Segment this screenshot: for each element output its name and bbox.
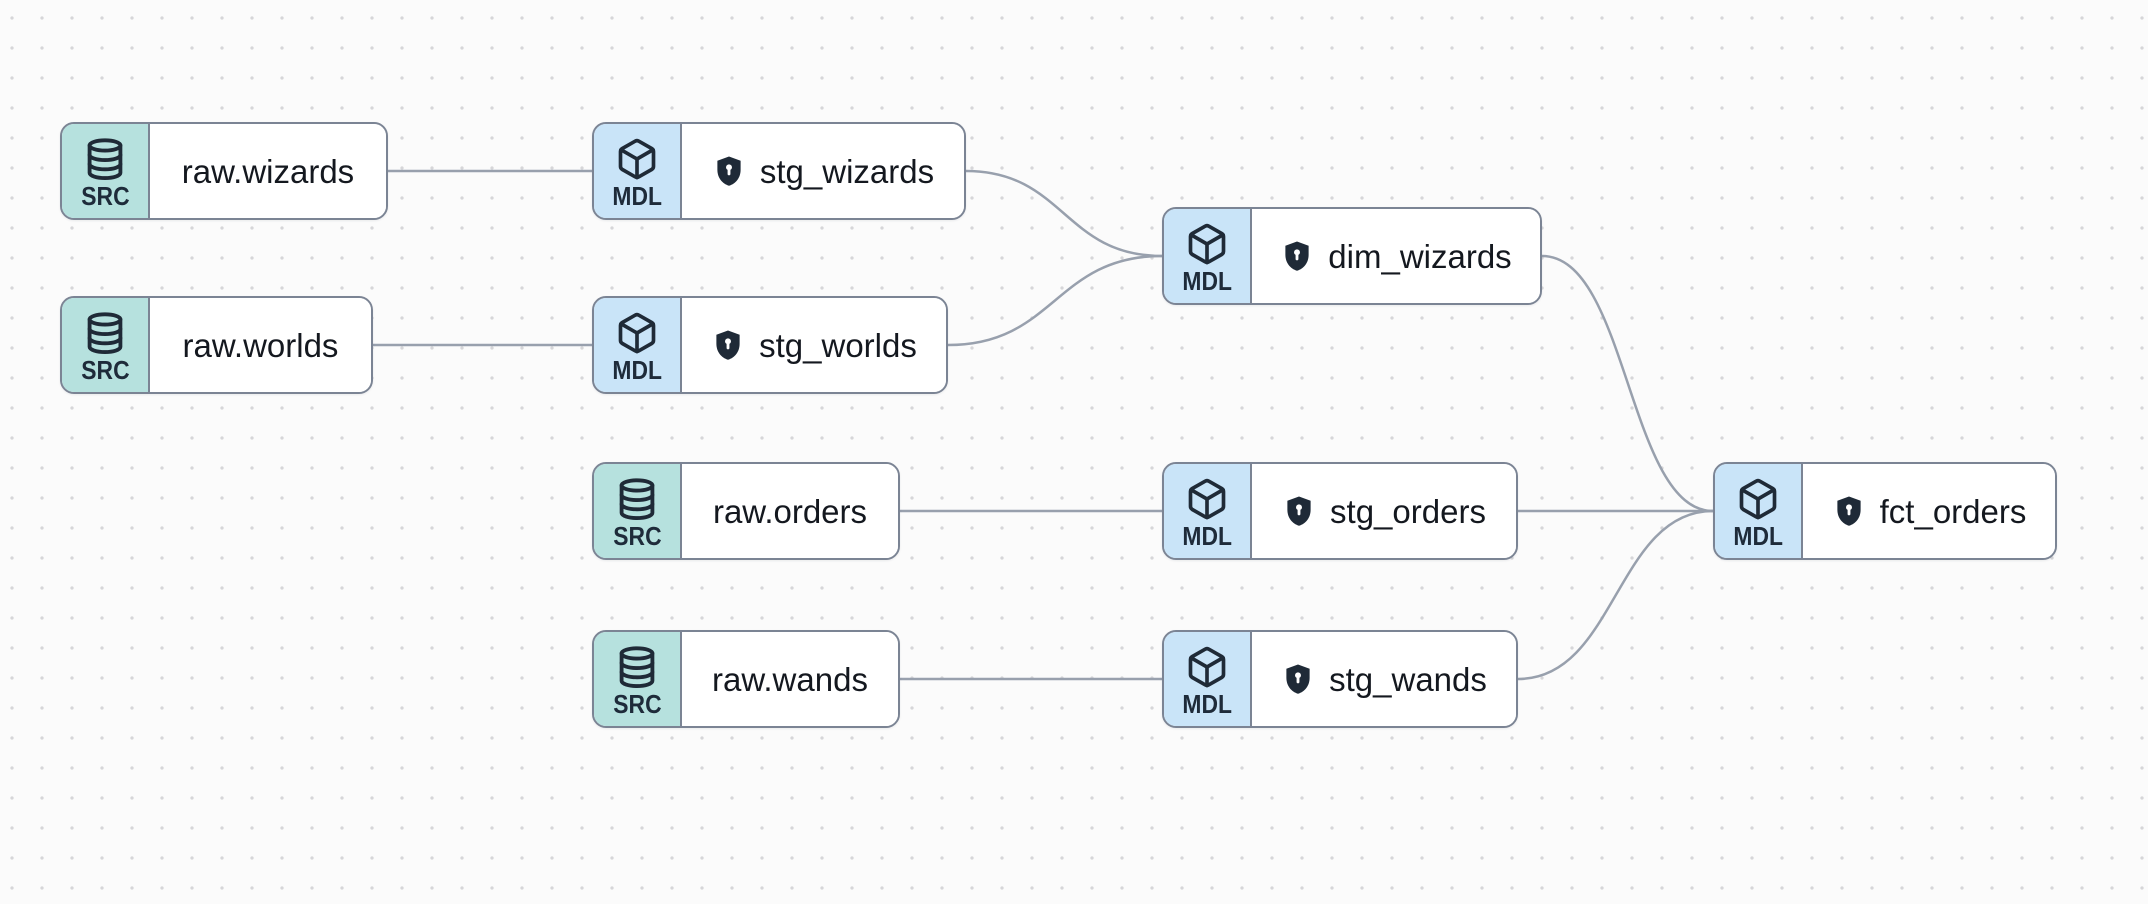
node-stg-worlds[interactable]: MDL stg_worlds — [592, 296, 948, 394]
node-stg-wizards[interactable]: MDL stg_wizards — [592, 122, 966, 220]
source-type-badge: SRC — [62, 298, 150, 392]
source-type-badge: SRC — [594, 464, 682, 558]
node-label-area: stg_worlds — [682, 298, 946, 392]
node-raw-wizards[interactable]: SRC raw.wizards — [60, 122, 388, 220]
node-raw-orders[interactable]: SRC raw.orders — [592, 462, 900, 560]
node-label-area: raw.wands — [682, 632, 898, 726]
cube-icon — [618, 312, 656, 354]
shield-lock-icon — [716, 330, 740, 360]
node-label-area: dim_wizards — [1252, 209, 1540, 303]
badge-label: SRC — [612, 689, 662, 719]
node-fct-orders[interactable]: MDL fct_orders — [1713, 462, 2057, 560]
node-label-area: stg_orders — [1252, 464, 1516, 558]
badge-label: MDL — [612, 181, 662, 211]
node-label-area: raw.wizards — [150, 124, 386, 218]
node-dim-wizards[interactable]: MDL dim_wizards — [1162, 207, 1542, 305]
node-label: raw.worlds — [182, 326, 339, 364]
node-stg-wands[interactable]: MDL stg_wands — [1162, 630, 1518, 728]
badge-label: SRC — [80, 355, 130, 385]
model-type-badge: MDL — [1715, 464, 1803, 558]
badge-label: MDL — [1182, 689, 1232, 719]
shield-lock-icon — [1287, 496, 1311, 526]
node-label-area: raw.orders — [682, 464, 898, 558]
edge-stg-wands-to-fct-orders — [1517, 509, 1714, 681]
model-type-badge: MDL — [1164, 632, 1252, 726]
database-icon — [87, 138, 123, 180]
badge-label: MDL — [1182, 521, 1232, 551]
shield-lock-icon — [717, 156, 741, 186]
database-icon — [87, 312, 123, 354]
cube-icon — [1188, 478, 1226, 520]
node-label: stg_worlds — [759, 326, 917, 364]
badge-label: MDL — [1733, 521, 1783, 551]
model-type-badge: MDL — [1164, 209, 1252, 303]
source-type-badge: SRC — [62, 124, 150, 218]
shield-lock-icon — [1837, 496, 1861, 526]
node-label: stg_orders — [1330, 492, 1486, 530]
node-label: stg_wizards — [759, 152, 935, 190]
edge-dim-wizards-to-fct-orders — [1541, 254, 1714, 513]
cube-icon — [1188, 223, 1226, 265]
model-type-badge: MDL — [594, 298, 682, 392]
cube-icon — [1188, 646, 1226, 688]
node-label-area: raw.worlds — [150, 298, 371, 392]
cube-icon — [618, 138, 656, 180]
shield-lock-icon — [1285, 241, 1309, 271]
badge-label: MDL — [612, 355, 662, 385]
node-stg-orders[interactable]: MDL stg_orders — [1162, 462, 1518, 560]
source-type-badge: SRC — [594, 632, 682, 726]
edge-stg-wizards-to-dim-wizards — [965, 169, 1163, 258]
cube-icon — [1739, 478, 1777, 520]
node-label: dim_wizards — [1328, 237, 1512, 275]
badge-label: MDL — [1182, 266, 1232, 296]
model-type-badge: MDL — [1164, 464, 1252, 558]
node-label: raw.wands — [712, 660, 868, 698]
node-raw-worlds[interactable]: SRC raw.worlds — [60, 296, 373, 394]
node-label-area: stg_wands — [1252, 632, 1516, 726]
node-label: stg_wands — [1329, 660, 1487, 698]
node-label: raw.wizards — [181, 152, 355, 190]
node-raw-wands[interactable]: SRC raw.wands — [592, 630, 900, 728]
database-icon — [619, 646, 655, 688]
node-label: raw.orders — [712, 492, 868, 530]
model-type-badge: MDL — [594, 124, 682, 218]
badge-label: SRC — [80, 181, 130, 211]
database-icon — [619, 478, 655, 520]
node-label-area: fct_orders — [1803, 464, 2055, 558]
node-label-area: stg_wizards — [682, 124, 964, 218]
edge-stg-worlds-to-dim-wizards — [947, 254, 1163, 347]
node-label: fct_orders — [1879, 492, 2027, 530]
badge-label: SRC — [612, 521, 662, 551]
shield-lock-icon — [1286, 664, 1310, 694]
